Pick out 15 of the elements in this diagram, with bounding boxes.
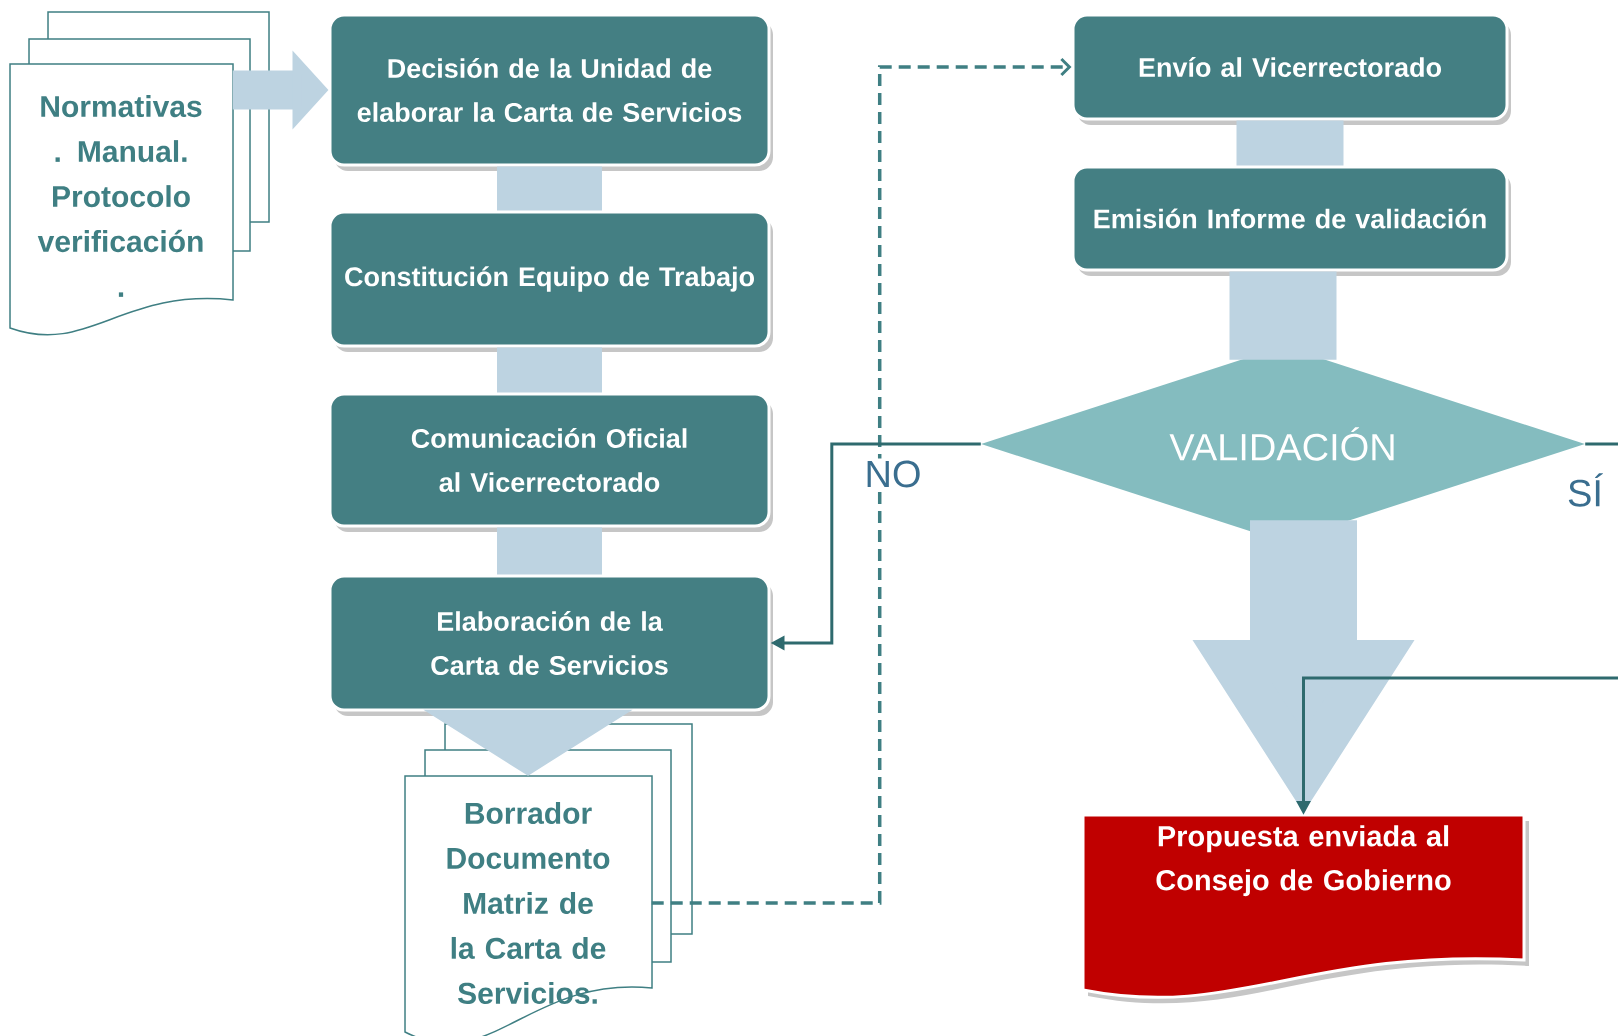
process-box: Emisión Informe de validación	[1071, 165, 1511, 276]
process-box: Constitución Equipo de Trabajo	[328, 210, 773, 352]
edge-label: NO	[862, 458, 924, 490]
process-box: Envío al Vicerrectorado	[1071, 13, 1511, 125]
process-box: Decisión de la Unidad de elaborar la Carta de Servicios	[328, 13, 773, 171]
document-box: Propuesta enviada al Consejo de Gobierno	[1081, 813, 1529, 1004]
connector-bar	[497, 166, 602, 211]
connector-bar	[497, 527, 602, 575]
process-box: Comunicación Oficial al Vicerrectorado	[328, 392, 773, 532]
process-box: Elaboración de la Carta de Servicios	[328, 574, 773, 716]
document-stack: Normativas . Manual. Protocolo verificación .	[9, 11, 270, 336]
document-stack: Borrador Documento Matriz de la Carta de Servicios.	[404, 723, 693, 1036]
connector-bar	[1229, 271, 1337, 360]
dashed-arrow	[651, 57, 1072, 905]
connector-bar	[497, 347, 602, 393]
